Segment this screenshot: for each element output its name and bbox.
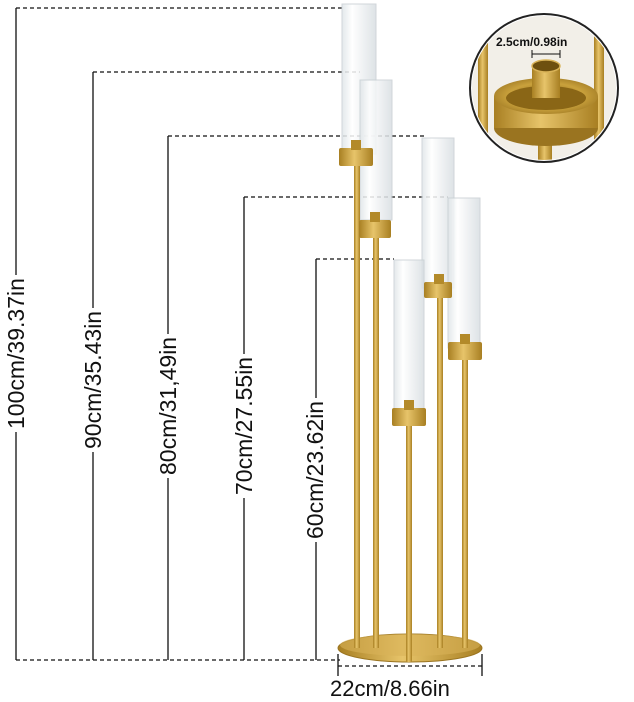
cup-detail-inset [469,13,619,163]
candle-cups [339,140,482,426]
height-label-100cm: 100cm/39.37in [3,275,29,432]
height-label-80cm: 80cm/31,49in [155,333,181,478]
base-width-label: 22cm/8.66in [330,676,450,701]
height-label-60cm: 60cm/23.62in [302,397,328,542]
cup-diameter-label: 2.5cm/0.98in [496,35,568,49]
gold-rods [354,160,468,662]
height-label-90cm: 90cm/35.43in [80,307,106,452]
glass-chimneys [341,3,481,411]
height-label-70cm: 70cm/27.55in [231,353,257,498]
